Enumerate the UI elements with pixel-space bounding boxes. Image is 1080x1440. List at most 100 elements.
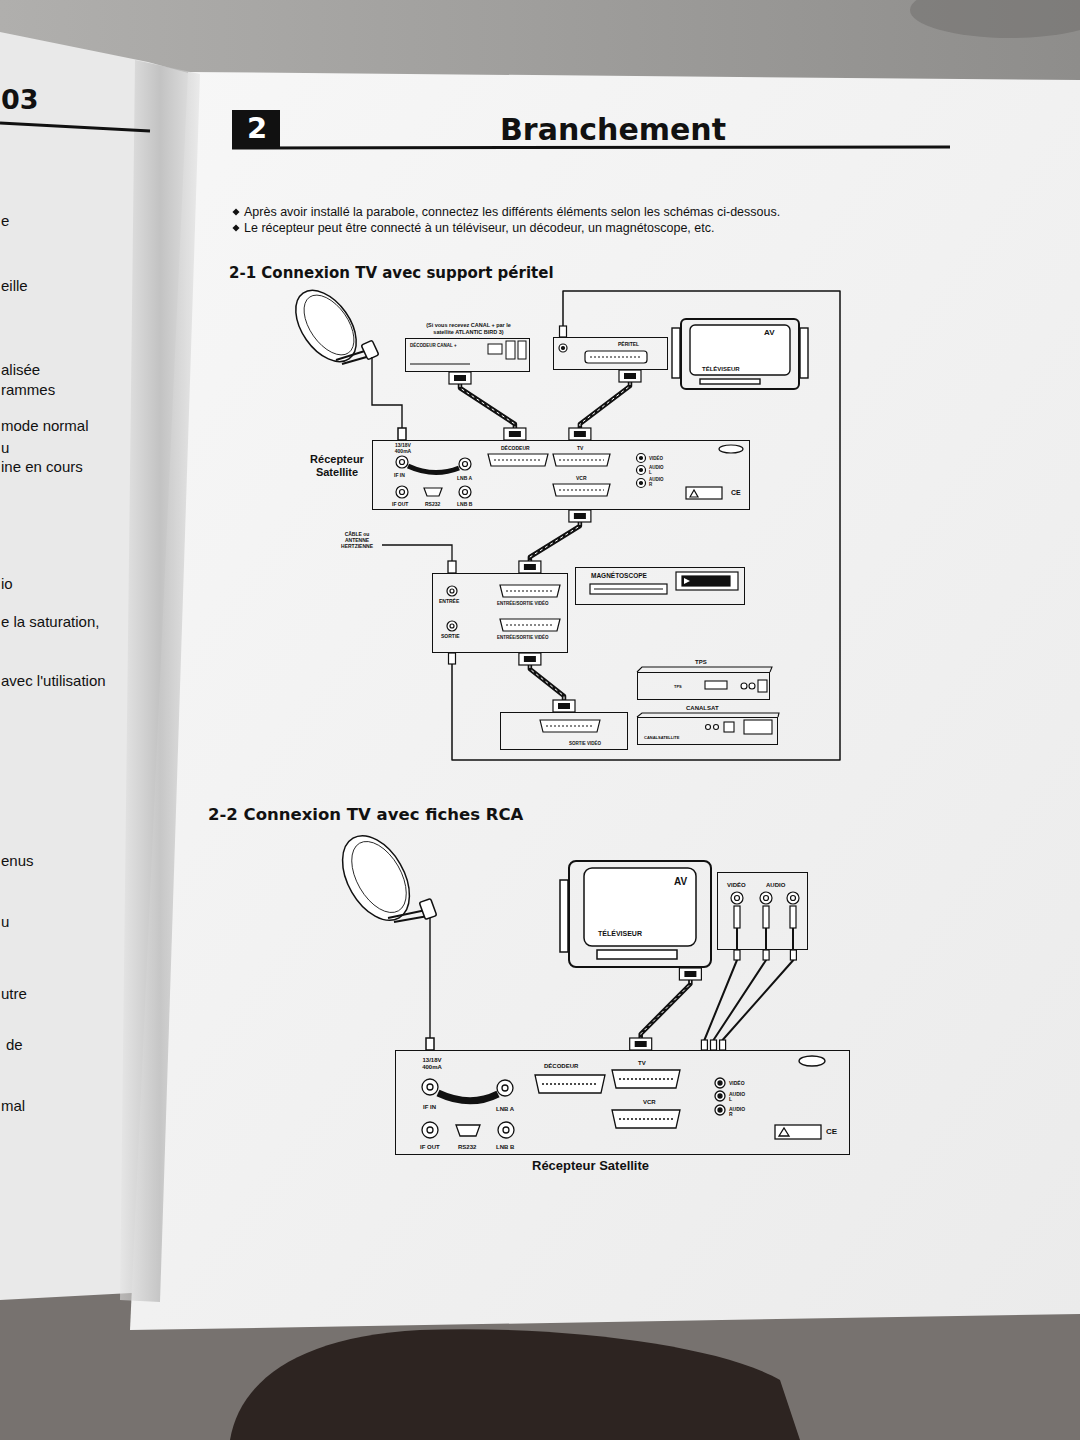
port-label: AUDIO R: [649, 478, 667, 487]
cable-plug: [763, 950, 769, 960]
vcr-panel-sockets-part: [500, 585, 560, 597]
tv-housing-part: [690, 325, 790, 375]
cable-plug: [449, 372, 471, 384]
cable-plug: [701, 1040, 707, 1050]
receiver-ports-part: [719, 445, 743, 453]
vcr-front-details-part: [682, 576, 730, 586]
cable-plug: [569, 428, 591, 440]
cable-plug: [630, 1038, 652, 1050]
cable-plug: [684, 971, 696, 977]
receiver-ports-part: [612, 1070, 680, 1088]
receiver-ports-part: [637, 454, 646, 463]
receiver-ports-part: [715, 1078, 725, 1088]
bullet-text: Le récepteur peut être connecté à un tél…: [244, 221, 714, 235]
photo-background-part: [910, 0, 1080, 38]
section-heading: 2-1 Connexion TV avec support péritel: [229, 265, 554, 282]
vcr-front-details-part: [676, 572, 738, 590]
vcr-panel-sockets-part: [447, 621, 457, 631]
decoder-fronts-part: [706, 725, 711, 730]
port-label: CE: [826, 1127, 837, 1136]
decoder-fronts-part: [724, 722, 734, 732]
vcr-front-details-part: [684, 578, 690, 584]
rca-sockets-part: [791, 896, 796, 901]
receiver-ports-part: [459, 486, 471, 498]
decoder-details-part: [488, 344, 502, 354]
vcr-panel-sockets-part: [506, 590, 554, 591]
receiver-ports-part: [497, 1080, 513, 1096]
receiver-ports-part: [494, 459, 542, 460]
satellite-dish-part: [283, 279, 368, 372]
section-number-box: 2: [232, 110, 280, 148]
cable-plug: [449, 653, 456, 664]
cable-plug: [569, 510, 591, 522]
receiver-ports-part: [686, 487, 722, 499]
receiver-ports-part: [438, 1093, 498, 1101]
page-rules-part: [0, 123, 150, 131]
tv-housing-part: [800, 328, 808, 378]
receiver-ports-part: [640, 482, 643, 485]
port-label: RS232: [458, 1144, 476, 1151]
rca-sockets: [731, 892, 799, 950]
cable-plug: [734, 950, 740, 960]
port-label: AUDIO: [766, 882, 785, 889]
margin-fragment: de: [6, 1036, 23, 1053]
receiver-ports-part: [396, 456, 408, 468]
receiver-ports-part: [503, 1127, 509, 1133]
tv-rear-panel: PÉRITEL: [553, 337, 668, 370]
vcr-panel-sockets-part: [447, 586, 457, 596]
cable-plug: [519, 561, 541, 573]
receiver-ports-part: [718, 1081, 722, 1085]
receiver-ports-part: [535, 1075, 605, 1093]
receiver-ports-part: [498, 1122, 514, 1138]
port-label: TV: [638, 1060, 646, 1067]
port-label: ENTRÉE: [439, 599, 459, 605]
vcr-panel-sockets-part: [450, 624, 454, 628]
decoder-rear-panel: SORTIE VIDÉO: [500, 712, 628, 750]
device-label: TPS: [695, 659, 707, 666]
antenna-cable-part: [382, 545, 452, 561]
photo-background-part: [130, 72, 1080, 1330]
rca-sockets-part: [736, 928, 738, 950]
receiver-ports-part: [427, 1127, 433, 1133]
cable-plug: [558, 703, 570, 709]
margin-fragment: e la saturation,: [1, 613, 99, 630]
tv-housing-part: [584, 868, 696, 946]
rear-panel-sockets-part: [562, 347, 565, 350]
vcr-panel-sockets-part: [506, 624, 554, 625]
device-label: CANALSAT: [686, 705, 719, 712]
receiver-ports-part: [424, 488, 442, 496]
port-label: TV: [577, 446, 583, 452]
margin-fragment: mode normal: [1, 417, 89, 434]
satellite-dish: [283, 279, 406, 440]
antenna-cable: [449, 291, 841, 760]
vcr-panel-sockets: [447, 585, 560, 631]
canalsat-decoder: CANALSATCANALSATELLITE: [637, 717, 778, 745]
cable-plug: [711, 1040, 717, 1050]
receiver-ports-part: [553, 484, 610, 496]
tv-housing-part: [560, 880, 568, 952]
device-label: (Si vous recevez CANAL + par le satellit…: [416, 322, 521, 335]
cable-plug: [553, 700, 575, 712]
tps-decoder: TPSTPS: [637, 672, 770, 700]
port-label: SORTIE: [441, 634, 460, 640]
device-label: TPS: [674, 685, 682, 690]
margin-fragment: avec l'utilisation: [1, 672, 106, 689]
vcr-front-details-part: [594, 588, 663, 589]
margin-fragment: mal: [1, 1097, 25, 1114]
margin-fragment: u: [1, 913, 9, 930]
margin-fragment: enus: [1, 852, 34, 869]
antenna-cable: [382, 545, 456, 573]
margin-fragment: alisée: [1, 361, 40, 378]
bullet-mark-part: [232, 208, 239, 215]
receiver-ports-part: [553, 454, 610, 466]
cable-plug: [509, 431, 521, 437]
port-label: SORTIE VIDÉO: [569, 741, 601, 746]
port-label: RS232: [425, 502, 440, 508]
receiver-ports-part: [400, 460, 405, 465]
cable-line: [723, 950, 794, 1050]
port-label: IF OUT: [392, 502, 408, 508]
television: AVTÉLÉVISEUR: [568, 860, 712, 968]
decoder-fronts-part: [540, 720, 600, 732]
cable-plug: [524, 564, 536, 570]
